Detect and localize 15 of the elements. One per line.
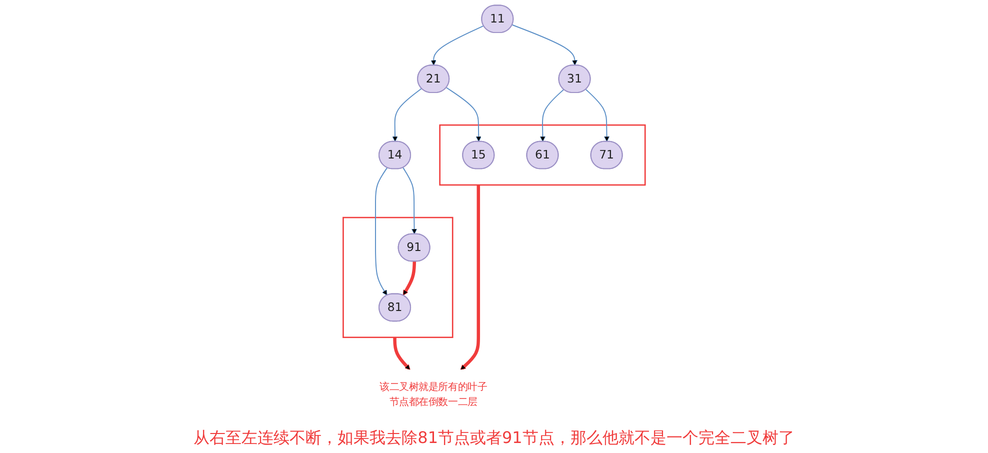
arrow — [374, 167, 388, 296]
arrow — [402, 167, 417, 234]
cluster — [439, 124, 646, 186]
cluster — [342, 216, 454, 338]
arrow — [540, 88, 564, 142]
arrow — [585, 88, 610, 142]
arrow — [402, 261, 416, 296]
arrow — [393, 337, 410, 370]
node-text: 该二叉树就是所有的叶子节点都在倒数一二层 — [379, 381, 487, 408]
arrow — [430, 25, 484, 66]
note-text: 从右至左连续不断，如果我去除81节点或者91节点，那么他就不是一个完全二叉树了 — [194, 428, 794, 449]
arrow — [392, 88, 422, 142]
arrow — [460, 184, 480, 370]
arrow — [512, 24, 578, 66]
arrow — [446, 87, 482, 142]
